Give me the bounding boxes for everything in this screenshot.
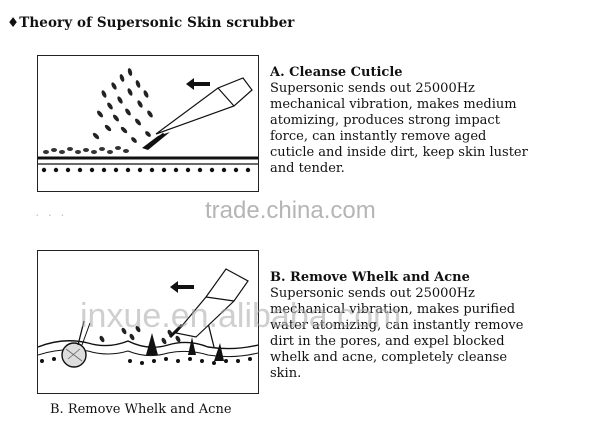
decorative-dots: · · · <box>35 206 67 222</box>
body-line: whelk and acne, completely cleanse <box>270 350 508 365</box>
page-title: ♦Theory of Supersonic Skin scrubber <box>7 15 295 31</box>
remove-whelk-illustration <box>38 268 258 368</box>
diagram-remove-whelk-acne <box>37 250 259 394</box>
body-line: force, can instantly remove aged <box>270 129 487 144</box>
body-line: skin. <box>270 366 302 381</box>
remove-whelk-heading: B. Remove Whelk and Acne <box>270 270 470 285</box>
diagram-cleanse-cuticle <box>37 55 259 192</box>
remove-whelk-description: B. Remove Whelk and Acne Supersonic send… <box>270 270 570 382</box>
body-line: atomizing, produces strong impact <box>270 113 500 128</box>
body-line: and tender. <box>270 161 345 176</box>
watermark-trade-china: trade.china.com <box>205 197 376 224</box>
body-line: mechanical vibration, makes purified <box>270 302 516 317</box>
body-line: Supersonic sends out 25000Hz <box>270 81 475 96</box>
cleanse-cuticle-body: Supersonic sends out 25000Hz mechanical … <box>270 81 570 177</box>
cleanse-cuticle-heading: A. Cleanse Cuticle <box>270 65 403 80</box>
cleanse-cuticle-illustration <box>38 68 258 173</box>
body-line: water atomizing, can instantly remove <box>270 318 524 333</box>
figure-caption: B. Remove Whelk and Acne <box>50 402 232 417</box>
body-line: cuticle and inside dirt, keep skin luste… <box>270 145 528 160</box>
body-line: dirt in the pores, and expel blocked <box>270 334 505 349</box>
cleanse-cuticle-description: A. Cleanse Cuticle Supersonic sends out … <box>270 65 570 177</box>
remove-whelk-body: Supersonic sends out 25000Hz mechanical … <box>270 286 570 382</box>
body-line: mechanical vibration, makes medium <box>270 97 517 112</box>
body-line: Supersonic sends out 25000Hz <box>270 286 475 301</box>
